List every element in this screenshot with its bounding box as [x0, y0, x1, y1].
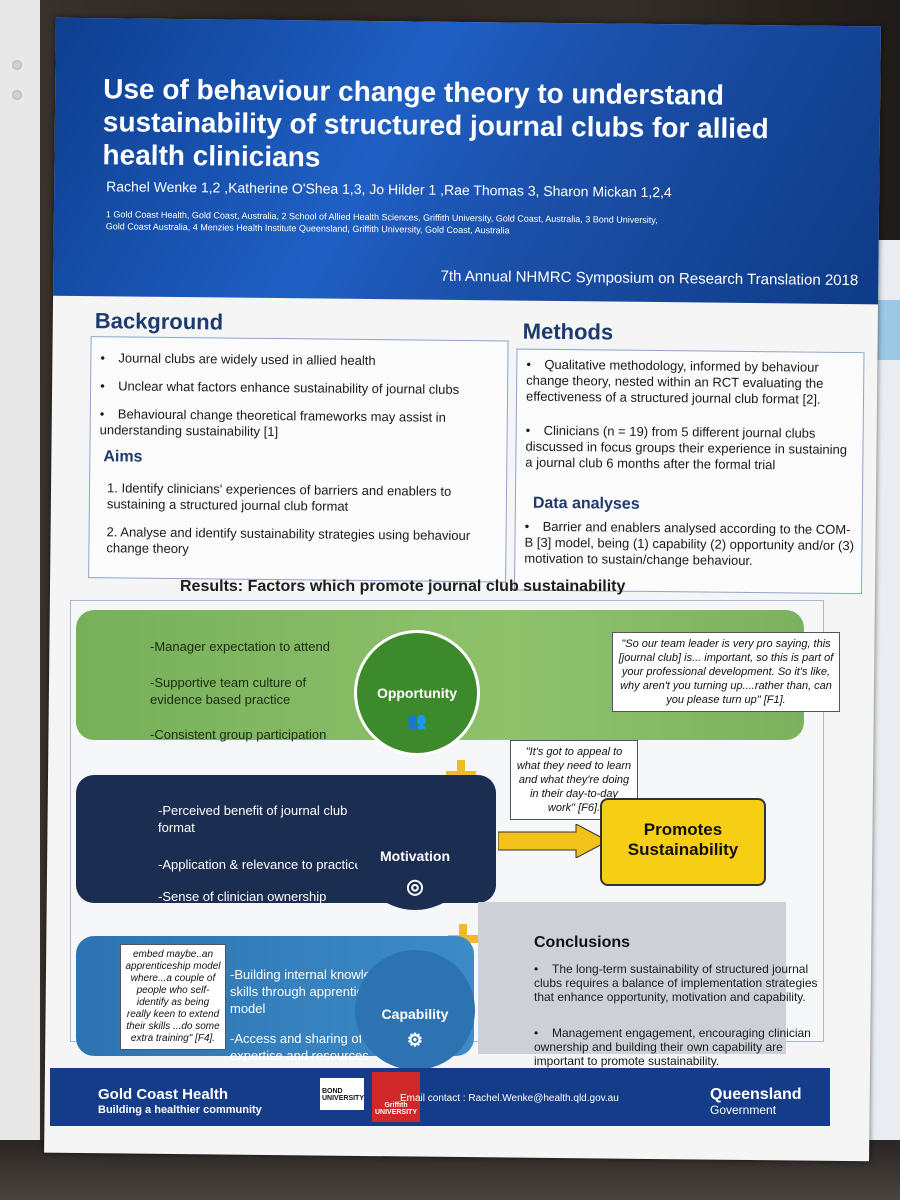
capability-quote: embed maybe..an apprenticeship model whe… — [120, 944, 226, 1050]
aim-item: 2. Analyse and identify sustainability s… — [106, 524, 471, 557]
conclusions-item: •The long-term sustainability of structu… — [534, 962, 818, 1004]
methods-item: •Qualitative methodology, informed by be… — [525, 356, 824, 407]
queensland-government-logo: Queensland — [710, 1086, 802, 1103]
opportunity-item: -Manager expectation to attend — [150, 639, 330, 654]
capability-item: -Access and sharing of expertise and res… — [230, 1031, 369, 1063]
email-contact: Email contact : Rachel.Wenke@health.qld.… — [400, 1093, 619, 1104]
opportunity-item: -Supportive team culture of evidence bas… — [150, 675, 307, 707]
adjacent-poster-left — [0, 0, 40, 1200]
methods-item: •Clinicians (n = 19) from 5 different jo… — [525, 422, 848, 473]
gear-head-icon: ⚙ — [406, 1030, 424, 1050]
promotes-sustainability-box: Promotes Sustainability — [600, 798, 766, 886]
government-label: Government — [710, 1103, 777, 1117]
poster-header: Use of behaviour change theory to unders… — [53, 17, 881, 305]
motivation-quote: "It's got to appeal to what they need to… — [510, 740, 638, 820]
conclusions-heading: Conclusions — [534, 934, 631, 951]
capability-circle: Capability ⚙ — [355, 950, 475, 1070]
poster-authors: Rachel Wenke 1,2 ,Katherine O'Shea 1,3, … — [106, 178, 672, 201]
bond-label: BOND UNIVERSITY — [322, 1088, 365, 1102]
data-analyses-item: •Barrier and enablers analysed according… — [524, 518, 855, 569]
target-icon: ◎ — [406, 876, 424, 898]
conclusions-item: •Management engagement, encouraging clin… — [534, 1026, 811, 1068]
promotes-label: Promotes Sustainability — [627, 820, 739, 859]
conclusions-box — [478, 902, 786, 1054]
aim-item: 1. Identify clinicians' experiences of b… — [106, 480, 452, 514]
aims-heading: Aims — [103, 448, 143, 466]
data-analyses-heading: Data analyses — [532, 494, 640, 513]
motivation-item: -Sense of clinician ownership — [158, 889, 327, 904]
symposium-label: 7th Annual NHMRC Symposium on Research T… — [440, 267, 859, 290]
methods-heading: Methods — [522, 318, 614, 345]
griffith-university-logo: Griffith UNIVERSITY — [372, 1072, 420, 1122]
people-icon: 👥 — [407, 713, 427, 730]
opportunity-label: Opportunity — [376, 685, 458, 701]
opportunity-quote: "So our team leader is very pro saying, … — [612, 632, 840, 712]
opportunity-item: -Consistent group participation — [150, 727, 327, 742]
results-heading: Results: Factors which promote journal c… — [180, 578, 626, 595]
griffith-label: Griffith UNIVERSITY — [374, 1102, 417, 1116]
bond-university-logo: BOND UNIVERSITY — [320, 1078, 364, 1110]
motivation-label: Motivation — [380, 848, 450, 864]
background-item: •Behavioural change theoretical framewor… — [99, 406, 446, 440]
motivation-circle: Motivation ◎ — [355, 790, 475, 910]
gold-coast-health-logo: Gold Coast Health — [98, 1086, 229, 1103]
poster-footer: Gold Coast Health Building a healthier c… — [50, 1068, 830, 1126]
motivation-item: -Application & relevance to practice — [158, 857, 362, 872]
background-heading: Background — [94, 308, 224, 335]
capability-label: Capability — [381, 1006, 449, 1022]
arrow-icon — [498, 824, 608, 858]
tagline: Building a healthier community — [98, 1104, 262, 1116]
pin-icon — [12, 60, 22, 70]
opportunity-circle: Opportunity 👥 — [354, 630, 480, 756]
pin-icon — [12, 90, 22, 100]
poster-affiliations: 1 Gold Coast Health, Gold Coast, Austral… — [105, 209, 658, 236]
poster-title: Use of behaviour change theory to unders… — [102, 73, 769, 173]
motivation-item: -Perceived benefit of journal club forma… — [158, 803, 348, 835]
